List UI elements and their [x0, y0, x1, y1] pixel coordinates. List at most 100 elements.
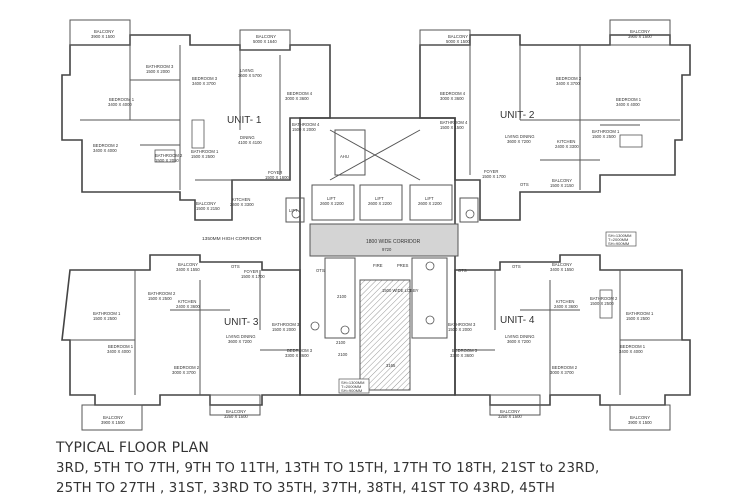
- fire-lift-label: LIFT: [289, 208, 298, 213]
- dim-2: 2100: [336, 340, 346, 345]
- room-dims: 2400 X 3600: [554, 304, 578, 309]
- room-name: FOYER: [484, 169, 498, 174]
- room-dims: 1500 X 1700: [482, 174, 506, 179]
- lobby-label: 1500 WIDE LOBBY: [382, 288, 419, 293]
- room-name: BEDROOM 4: [287, 91, 313, 96]
- room-dims: 4100 X 4100: [238, 140, 262, 145]
- ots-2: OTS: [512, 264, 521, 269]
- note-sh1b: SH=1300MM: [341, 380, 364, 385]
- pres-label: PRES: [397, 263, 409, 268]
- room-dims: 1500 X 1700: [241, 274, 265, 279]
- notes: SH=1300MM T=2000MM SH=900MM SH=1300MM T=…: [338, 231, 637, 394]
- room-dims: 3900 X 1500: [91, 34, 115, 39]
- room-name: BALCONY: [630, 415, 650, 420]
- corridor-note: 1350MM HIGH CORRIDOR: [202, 236, 262, 242]
- room-name: DINING: [240, 135, 255, 140]
- room-dims: 1500 X 2150: [196, 206, 220, 211]
- room-name: BATHROOM 3: [448, 322, 476, 327]
- room-name: BALCONY: [94, 29, 114, 34]
- room-name: BALCONY: [178, 262, 198, 267]
- room-dims: 3000 X 3600: [285, 96, 309, 101]
- room-name: BEDROOM 1: [616, 97, 642, 102]
- room-dims: 1500 X 1600: [265, 175, 289, 180]
- unit-1-label: UNIT- 1: [227, 115, 262, 126]
- note-sh2b: SH=900MM: [341, 388, 362, 393]
- room-name: BALCONY: [103, 415, 123, 420]
- room-name: BALCONY: [256, 34, 276, 39]
- room-name: BALCONY: [500, 409, 520, 414]
- room-dims: 1500 X 2500: [626, 316, 650, 321]
- room-name: BALCONY: [552, 262, 572, 267]
- room-name: BALCONY: [630, 29, 650, 34]
- room-dims: 5000 X 1500: [446, 39, 470, 44]
- room-dims: 1500 X 2500: [592, 134, 616, 139]
- room-name: FOYER: [244, 269, 258, 274]
- room-dims: 3000 X 3600: [440, 96, 464, 101]
- room-dims: 3250 X 1500: [224, 414, 248, 419]
- ots-3: OTS: [316, 268, 325, 273]
- lift-3: [409, 184, 453, 221]
- room-dims: 5000 X 1640: [253, 39, 277, 44]
- room-dims: 1500 X 2000: [292, 127, 316, 132]
- floors-line-1: 3RD, 5TH TO 7TH, 9TH TO 11TH, 13TH TO 15…: [56, 461, 600, 476]
- room-name: BATHROOM 2: [155, 153, 183, 158]
- room-dims: 3900 X 1500: [628, 34, 652, 39]
- room-name: BATHROOM 2: [148, 291, 176, 296]
- room-dims: 3300 X 3600: [450, 353, 474, 358]
- room-name: LIVING DINING: [226, 334, 256, 339]
- ots-1: OTS: [231, 264, 240, 269]
- room-name: BEDROOM 3: [192, 76, 218, 81]
- room-dims: 3400 X 1550: [550, 267, 574, 272]
- room-dims: 1500 X 2500: [191, 154, 215, 159]
- room-dims: 2400 X 3300: [555, 144, 579, 149]
- corridor-dim: 9720: [382, 247, 392, 252]
- room-dims: 3600 X 7200: [507, 139, 531, 144]
- note-tb: T=2000MM: [341, 384, 361, 389]
- unit-3-walls: [61, 254, 301, 406]
- room-dims: 3400 X 4000: [107, 349, 131, 354]
- room-name: BATHROOM 1: [191, 149, 219, 154]
- room-name: BEDROOM 4: [440, 91, 466, 96]
- room-name: BALCONY: [226, 409, 246, 414]
- room-name: BATHROOM 4: [440, 120, 468, 125]
- lift-2-dims: 2600 X 2200: [368, 201, 392, 206]
- unit-2-label: UNIT- 2: [500, 110, 535, 121]
- lift-3-dims: 2600 X 2200: [418, 201, 442, 206]
- room-name: BALCONY: [552, 178, 572, 183]
- note-sh1: SH=1300MM: [608, 233, 631, 238]
- lift-3-label: LIFT: [425, 196, 434, 201]
- room-dims: 3600 X 5700: [238, 73, 262, 78]
- room-dims: 3400 X 4000: [616, 102, 640, 107]
- corridor-band: [309, 223, 459, 257]
- room-dims: 1500 X 2150: [550, 183, 574, 188]
- room-name: BATHROOM 4: [292, 122, 320, 127]
- ots-5: OTS: [520, 182, 529, 187]
- room-name: BATHROOM 3: [146, 64, 174, 69]
- room-name: KITCHEN: [232, 197, 250, 202]
- room-name: BEDROOM 1: [108, 344, 134, 349]
- fire-lift-2: [459, 197, 479, 223]
- room-name: BEDROOM 2: [174, 365, 200, 370]
- room-name: KITCHEN: [556, 299, 574, 304]
- unit-4-walls: [454, 254, 691, 406]
- lift-1-dims: 2600 X 2200: [320, 201, 344, 206]
- room-dims: 1500 X 2500: [93, 316, 117, 321]
- note-t: T=2000MM: [608, 237, 628, 242]
- room-name: KITCHEN: [178, 299, 196, 304]
- lift-2: [359, 184, 403, 221]
- note-sh2: SH=900MM: [608, 241, 629, 246]
- ots-4: OTS: [458, 268, 467, 273]
- core-details: [285, 129, 479, 391]
- room-dims: 3600 X 7200: [507, 339, 531, 344]
- room-dims: 3300 X 3600: [285, 353, 309, 358]
- floor-plan-drawing: UNIT- 1 UNIT- 2 UNIT- 3 UNIT- 4 BALCONY3…: [61, 19, 691, 431]
- room-dims: 1500 X 2000: [448, 327, 472, 332]
- lift-1-label: LIFT: [327, 196, 336, 201]
- room-dims: 3900 X 1500: [101, 420, 125, 425]
- room-name: BALCONY: [448, 34, 468, 39]
- floors-line-2: 25TH TO 27TH , 31ST, 33RD TO 35TH, 37TH,…: [56, 481, 556, 496]
- interior-partitions: [69, 19, 682, 431]
- room-dims: 1500 X 2000: [272, 327, 296, 332]
- staircase: [359, 279, 411, 391]
